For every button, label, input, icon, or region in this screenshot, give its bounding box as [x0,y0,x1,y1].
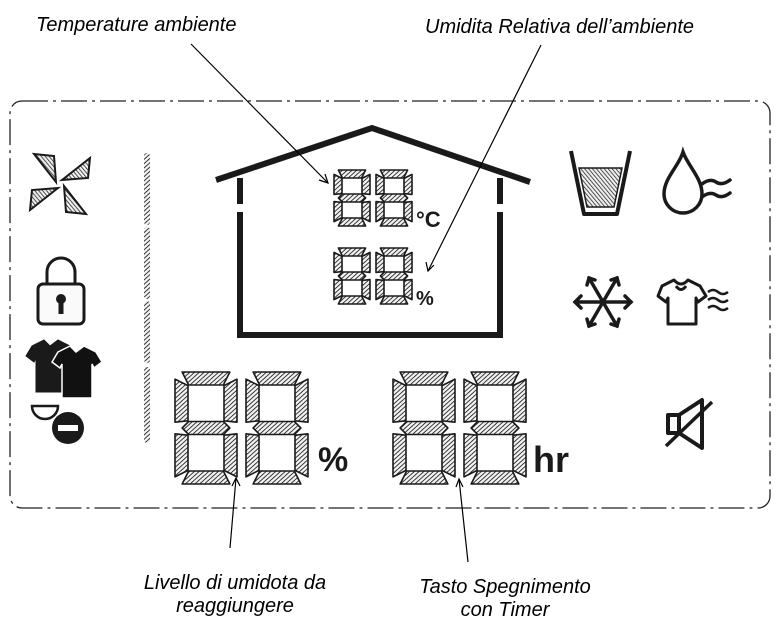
snowflake-icon [572,275,634,329]
digit-segment-d [399,470,449,485]
digit-segment-g [379,271,409,281]
label-timer: Tasto Spegnimento con Timer [380,576,630,622]
digit-segment-f [333,251,343,274]
digit-segment-f [392,378,407,423]
digit-segment-c [512,433,527,478]
room-temperature-unit: °C [416,207,441,232]
digit-segment-e [333,200,343,223]
lock-icon [36,256,86,326]
digit-segment-f [333,173,343,196]
digit-segment-e [392,433,407,478]
digit-segment-a [379,247,409,257]
label-timer-line2: con Timer [460,599,550,621]
digit-segment-f [375,173,385,196]
house-outline [215,124,531,338]
label-target-humidity-line2: reaggiungere [176,595,294,617]
digit-segment-c [294,433,309,478]
digit-segment-c [403,200,413,223]
digit-segment-d [337,217,367,227]
digit-segment-a [470,371,520,386]
digit-segment-e [375,200,385,223]
digit-segment-e [333,278,343,301]
digit-segment-e [375,278,385,301]
digit-segment-b [361,173,371,196]
digit-segment-g [379,193,409,203]
digit-segment-g [337,193,367,203]
digit-segment-c [361,278,371,301]
digit-segment-a [337,169,367,179]
room-humidity-digits [333,247,413,305]
leader-timer-arrow [455,477,464,488]
digit-segment-d [181,470,231,485]
leader-target-humidity [229,477,237,549]
digit-segment-d [470,470,520,485]
leader-target-humidity-arrow [231,476,241,487]
leader-room-temperature-arrow [318,173,329,184]
digit-segment-b [403,251,413,274]
label-room-humidity: Umidita Relativa dell’ambiente [425,16,695,38]
water-tank-icon [569,150,632,216]
digit-segment-a [379,169,409,179]
digit-segment-f [375,251,385,274]
digit-segment-f [463,378,478,423]
label-timer-line1: Tasto Spegnimento [419,576,591,598]
humidity-drop-icon [662,146,732,215]
fan-icon [28,152,92,216]
mute-icon [664,398,714,450]
room-humidity-unit: % [416,288,434,310]
digit-segment-b [403,173,413,196]
digit-segment-g [252,420,302,436]
lamp-minus-icon [30,404,84,444]
digit-segment-f [174,378,189,423]
digit-segment-c [361,200,371,223]
label-room-temperature: Temperature ambiente [36,14,237,36]
room-temperature-digits [333,169,413,227]
digit-segment-g [399,420,449,436]
leader-room-humidity [427,44,542,272]
digit-segment-b [361,251,371,274]
timer-digits [392,371,527,485]
digit-segment-b [223,378,238,423]
leader-timer [458,478,469,563]
digit-segment-e [174,433,189,478]
label-target-humidity: Livello di umidota da reaggiungere [90,572,380,618]
digit-segment-e [463,433,478,478]
digit-segment-a [399,371,449,386]
digit-segment-e [245,433,260,478]
digit-segment-a [181,371,231,386]
label-target-humidity-line1: Livello di umidota da [143,572,327,594]
digit-segment-d [379,295,409,305]
leader-room-temperature [190,43,329,184]
leader-room-humidity-arrow [425,261,435,273]
leader-lines [190,43,542,563]
digit-segment-g [470,420,520,436]
digit-segment-d [252,470,302,485]
digit-segment-c [403,278,413,301]
digit-segment-b [294,378,309,423]
lcd-frame [9,100,771,509]
digit-segment-a [337,247,367,257]
digit-segment-g [337,271,367,281]
digit-segment-c [441,433,456,478]
digit-segment-d [337,295,367,305]
timer-unit: hr [533,439,569,480]
target-humidity-unit: % [318,441,348,479]
digit-segment-c [223,433,238,478]
laundry-dry-icon [656,278,729,326]
digit-segment-b [441,378,456,423]
digit-segment-a [252,371,302,386]
digit-segment-d [379,217,409,227]
laundry-icon [25,339,103,399]
digit-segment-g [181,420,231,436]
digit-segment-b [512,378,527,423]
digit-segment-f [245,378,260,423]
target-humidity-digits [174,371,309,485]
